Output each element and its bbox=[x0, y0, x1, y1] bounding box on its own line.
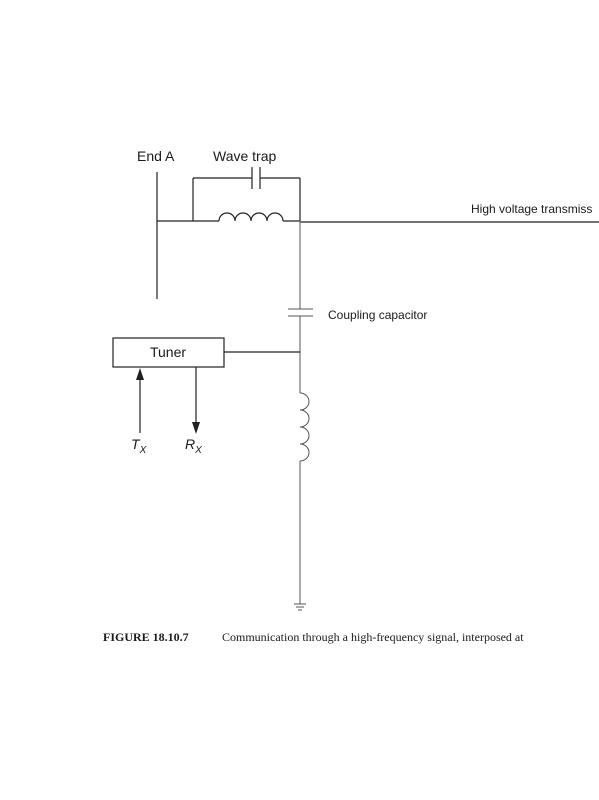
wave-trap bbox=[192, 167, 301, 222]
tx-main: T bbox=[131, 436, 141, 452]
rx-subscript: X bbox=[194, 445, 202, 456]
rx-label: RX bbox=[185, 436, 202, 456]
rx-main: R bbox=[185, 436, 195, 452]
ground-icon bbox=[294, 578, 306, 611]
tuner-box bbox=[112, 337, 225, 368]
figure-caption: FIGURE 18.10.7 Communication through a h… bbox=[103, 630, 524, 644]
figure-caption-text: Communication through a high-frequency s… bbox=[222, 630, 524, 644]
trap-inductor-coil bbox=[218, 212, 284, 222]
tx-subscript: X bbox=[139, 445, 147, 456]
drain-coil bbox=[299, 392, 310, 462]
figure-number: FIGURE 18.10.7 bbox=[103, 630, 189, 644]
tx-label: TX bbox=[131, 436, 147, 456]
tuner-label: Tuner bbox=[150, 344, 186, 360]
coupling-capacitor-label: Coupling capacitor bbox=[328, 308, 427, 322]
rx-arrow-head bbox=[192, 422, 200, 434]
tx-arrow-head bbox=[136, 368, 144, 380]
wave-trap-label: Wave trap bbox=[213, 148, 276, 164]
transmission-line-label: High voltage transmiss bbox=[471, 202, 592, 216]
end-a-label: End A bbox=[137, 148, 175, 164]
